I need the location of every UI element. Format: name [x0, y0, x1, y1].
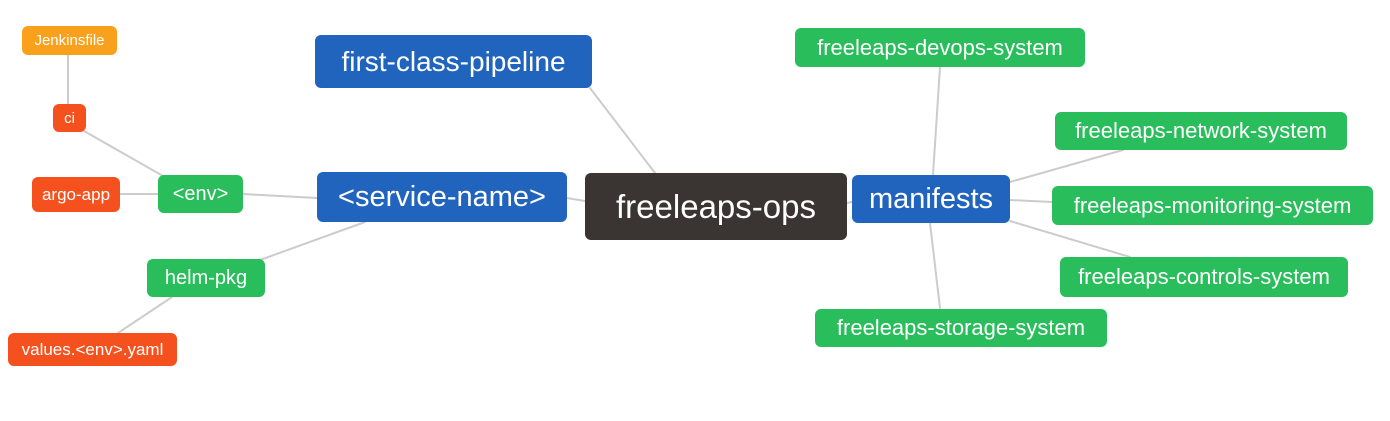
edge-service-name-to-freeleaps-ops — [566, 197, 586, 202]
edge-freeleaps-ops-to-manifests — [846, 201, 853, 204]
node-label: ci — [64, 109, 75, 127]
edge-env-to-service-name — [242, 193, 318, 199]
node-service-name[interactable]: <service-name> — [317, 172, 567, 222]
node-devops-system[interactable]: freeleaps-devops-system — [795, 28, 1085, 67]
node-monitoring-system[interactable]: freeleaps-monitoring-system — [1052, 186, 1373, 225]
node-manifests[interactable]: manifests — [852, 175, 1010, 223]
edge-manifests-to-devops-system — [932, 66, 941, 176]
edge-manifests-to-controls-system — [1009, 220, 1131, 258]
edge-manifests-to-monitoring-system — [1009, 199, 1053, 203]
node-freeleaps-ops[interactable]: freeleaps-ops — [585, 173, 847, 240]
edge-first-class-pipeline-to-freeleaps-ops — [589, 87, 656, 174]
node-jenkinsfile[interactable]: Jenkinsfile — [22, 26, 117, 55]
edge-helm-pkg-to-values-env-yaml — [117, 296, 173, 334]
node-storage-system[interactable]: freeleaps-storage-system — [815, 309, 1107, 347]
node-label: first-class-pipeline — [341, 45, 566, 77]
node-label: manifests — [868, 182, 994, 215]
node-label: Jenkinsfile — [34, 32, 105, 49]
node-label: freeleaps-storage-system — [836, 315, 1086, 340]
node-label: values.<env>.yaml — [21, 340, 164, 359]
node-label: <service-name> — [338, 180, 546, 213]
node-ci[interactable]: ci — [53, 104, 86, 132]
node-label: <env> — [172, 183, 229, 205]
node-label: helm-pkg — [164, 267, 248, 289]
node-label: freeleaps-monitoring-system — [1073, 192, 1352, 218]
node-first-class-pipeline[interactable]: first-class-pipeline — [315, 35, 592, 88]
node-argo-app[interactable]: argo-app — [32, 177, 120, 212]
edge-ci-to-env — [83, 130, 164, 177]
node-network-system[interactable]: freeleaps-network-system — [1055, 112, 1347, 150]
node-label: freeleaps-ops — [616, 188, 816, 225]
edge-service-name-to-helm-pkg — [259, 221, 366, 261]
node-label: freeleaps-controls-system — [1078, 264, 1330, 289]
edge-manifests-to-storage-system — [929, 222, 941, 309]
node-values-env-yaml[interactable]: values.<env>.yaml — [8, 333, 177, 366]
node-label: freeleaps-devops-system — [817, 34, 1063, 60]
node-helm-pkg[interactable]: helm-pkg — [147, 259, 265, 297]
edge-manifests-to-network-system — [1009, 149, 1124, 183]
node-env[interactable]: <env> — [158, 175, 243, 213]
node-label: argo-app — [41, 185, 111, 204]
node-label: freeleaps-network-system — [1075, 118, 1327, 143]
node-controls-system[interactable]: freeleaps-controls-system — [1060, 257, 1348, 297]
